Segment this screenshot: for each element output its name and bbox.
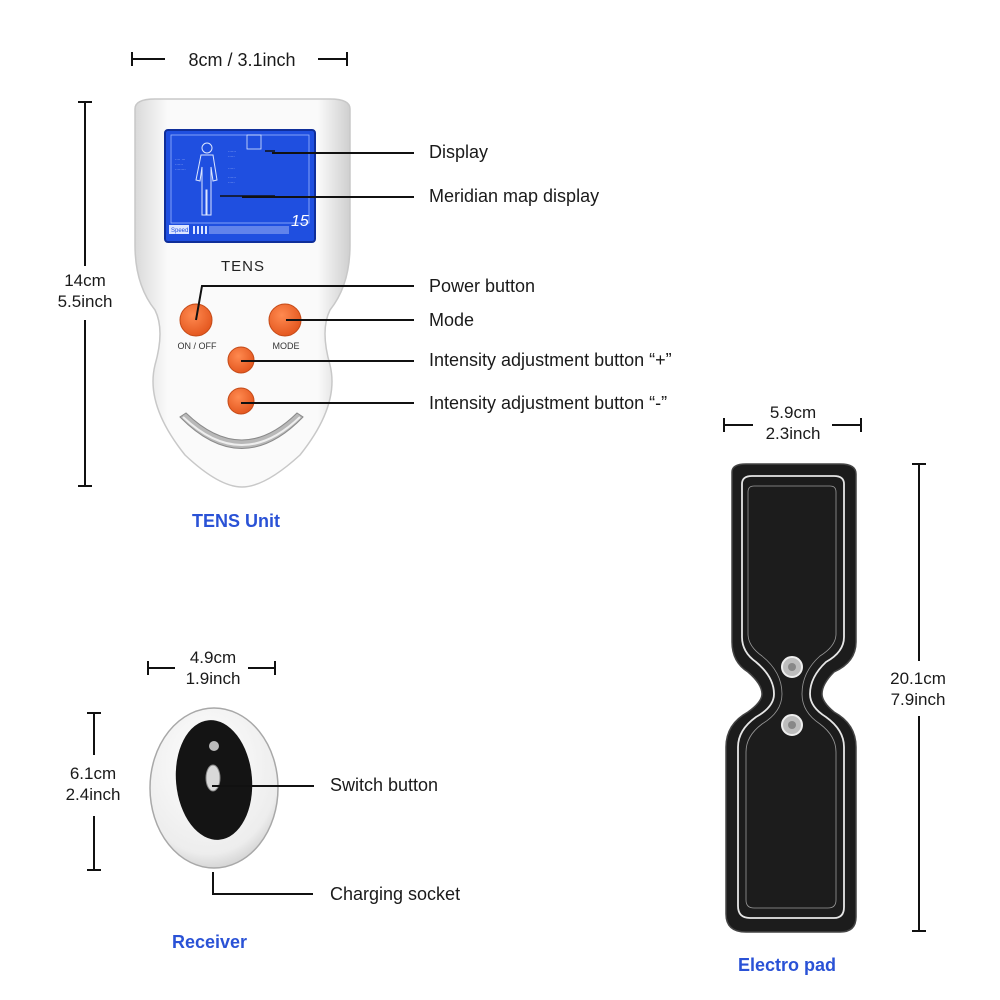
callout-mode: Mode [429,310,475,330]
mode-leader [286,319,414,321]
meridian-leader [242,196,414,198]
svg-text:······: ······ [175,162,183,167]
dim-line [84,101,86,266]
tens-unit-caption: TENS Unit [192,511,280,531]
callout-display: Display [429,142,489,162]
callout-switch-button: Switch button [330,775,439,795]
receiver-height-label-cm: 6.1cm [69,764,117,783]
svg-text:···· ···: ···· ··· [175,157,185,162]
meridian-body-icon [195,142,218,216]
svg-text:Speed: Speed [171,228,188,234]
dim-tick [274,661,276,675]
charging-leader [212,872,313,895]
svg-text:·····: ····· [228,166,235,171]
dim-line [147,667,175,669]
svg-text:·····: ····· [228,180,235,185]
callout-intensity-minus: Intensity adjustment button “-” [429,393,668,413]
callout-power-button: Power button [429,276,536,296]
dim-line [131,58,165,60]
receiver-width-label-in: 1.9inch [185,669,241,688]
dim-line [248,667,276,669]
receiver-device [149,707,279,869]
receiver-width-label-cm: 4.9cm [189,648,237,667]
pad-width-label-in: 2.3inch [765,424,821,443]
dim-tick [87,869,101,871]
dim-line [918,716,920,932]
pad-height-label-in: 7.9inch [890,690,946,709]
plus-leader [241,360,414,362]
svg-text:·····: ····· [228,154,235,159]
dim-line [918,463,920,661]
svg-text:······: ······ [228,149,236,154]
dim-tick [346,52,348,66]
receiver-caption: Receiver [172,932,248,952]
power-leader [195,285,414,321]
switch-button-shape [205,764,221,792]
callout-charging-socket: Charging socket [330,884,461,904]
level-readout: 15 [291,213,309,230]
dim-line [93,816,95,871]
dim-line [318,58,348,60]
tens-brand: TENS [221,258,265,275]
tens-height-label-in: 5.5inch [57,292,113,311]
display-leader [272,152,414,154]
callout-intensity-plus: Intensity adjustment button “+” [429,350,672,370]
dim-tick [912,930,926,932]
electro-pad-caption: Electro pad [738,955,837,975]
electro-pad-device [725,463,857,933]
pad-height-label-cm: 20.1cm [890,669,946,688]
svg-text:MODE: MODE [273,341,300,351]
dim-tick [860,418,862,432]
minus-leader [241,402,414,404]
svg-text:········: ········ [175,167,186,172]
dim-line [93,712,95,755]
intensity-minus-button [227,387,255,415]
svg-text:ON / OFF: ON / OFF [178,341,217,351]
dim-line [723,424,753,426]
switch-leader [212,785,314,787]
callout-meridian-map: Meridian map display [429,186,600,206]
dim-line [84,320,86,487]
dim-line [832,424,862,426]
svg-text:······: ······ [228,175,236,180]
pad-width-label-cm: 5.9cm [769,403,817,422]
dim-tick [78,485,92,487]
tens-width-label: 8cm / 3.1inch [188,50,296,70]
tens-height-label-cm: 14cm [64,271,106,290]
receiver-height-label-in: 2.4inch [65,785,121,804]
